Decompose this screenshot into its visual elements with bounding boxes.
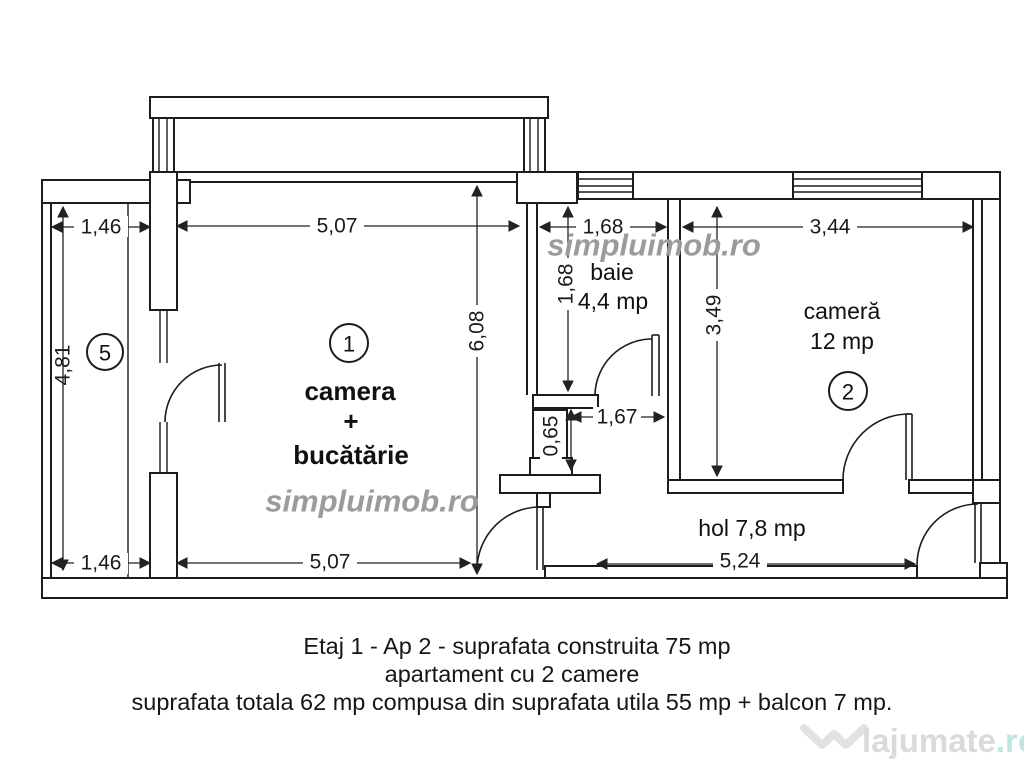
caption: Etaj 1 - Ap 2 - suprafata construita 75 …: [132, 633, 893, 715]
dim-living-width-top: 5,07: [317, 215, 358, 238]
bedroom-number-circle: [828, 371, 868, 411]
walls: [41, 96, 1008, 599]
bedroom-label: cameră: [804, 298, 881, 324]
living-label-line2: +: [343, 406, 358, 436]
dim-living-width-bottom: 5,07: [310, 551, 351, 574]
bedroom-number: 2: [842, 380, 854, 405]
balcony5-top-wall: [41, 179, 151, 204]
bedroom-bottom-wall-left: [667, 479, 844, 494]
living-top-wall: [149, 171, 541, 183]
dim-bathroom-width: 1,68: [583, 216, 624, 239]
bathroom-window: [577, 171, 634, 200]
balcony-number-circle: [86, 333, 124, 371]
balcony-connector-left: [152, 117, 175, 175]
balcony-number: 5: [99, 341, 111, 366]
dim-bedroom-width: 3,44: [810, 216, 851, 239]
balcony-door: [164, 363, 226, 423]
dim-balcony-height: 4,81: [52, 345, 75, 386]
bedroom-bottom-wall-right: [908, 479, 974, 494]
top-balcony-wall: [149, 96, 549, 119]
pillar-upper-notch: [176, 179, 191, 204]
watermark-simpluimob-center: simpluimob.ro: [265, 484, 479, 519]
bathroom-bottom-wall: [532, 394, 599, 409]
right-corner-block: [972, 479, 1001, 504]
pillar-lower: [149, 472, 178, 584]
windows: [577, 171, 923, 200]
bedroom-window: [792, 171, 923, 200]
bottom-exterior-band: [41, 577, 1008, 599]
left-exterior-wall: [41, 179, 52, 599]
dim-living-height: 6,08: [466, 311, 489, 352]
watermark-simpluimob-top: simpluimob.ro: [547, 228, 761, 263]
dim-bathroom-height: 1,68: [555, 264, 578, 305]
dim-balcony-width-top: 1,46: [81, 216, 122, 239]
bathroom-top-block: [516, 171, 578, 204]
caption-line-1: Etaj 1 - Ap 2 - suprafata construita 75 …: [303, 633, 730, 659]
bathroom-area: 4,4 mp: [578, 288, 648, 314]
top-wall-band: [576, 171, 1001, 200]
hall-label: hol 7,8 mp: [698, 515, 805, 541]
entrance-door: [476, 506, 544, 571]
lajumate-watermark: lajumate.ro: [800, 722, 1024, 759]
bedroom-door: [842, 413, 913, 481]
lajumate-logo-icon: [800, 724, 868, 749]
bathroom-door: [594, 334, 660, 397]
pillar-upper: [149, 171, 178, 311]
room-labels: 1 camera + bucătărie baie 4,4 mp cameră …: [86, 259, 881, 541]
dim-shaft-height: 0,65: [540, 416, 563, 457]
bedroom-area: 12 mp: [810, 328, 874, 354]
doors: [164, 334, 982, 571]
caption-line-2: apartament cu 2 camere: [385, 661, 640, 687]
living-number: 1: [343, 332, 355, 357]
living-label-line1: camera: [304, 376, 396, 406]
bedroom-right-wall: [972, 198, 983, 481]
dim-hall-width: 5,24: [720, 550, 761, 573]
living-label-line3: bucătărie: [293, 440, 409, 470]
lajumate-name: lajumate.ro: [862, 722, 1024, 759]
dim-vestibule-width: 1,67: [597, 406, 638, 429]
caption-line-3: suprafata totala 62 mp compusa din supra…: [132, 689, 893, 715]
dimension-labels: 1,46 5,07 1,68 3,44 4,81 6,08 1,68 3,49 …: [52, 215, 857, 575]
balcony5-window-upper: [159, 310, 168, 363]
dim-bedroom-height: 3,49: [703, 295, 726, 336]
balcony-connector-right: [523, 117, 546, 175]
watermarks: simpluimob.ro simpluimob.ro lajumate.ro: [265, 228, 1024, 760]
living-number-circle: [329, 323, 369, 363]
entrance-pillar: [499, 457, 601, 508]
bathroom-label: baie: [590, 259, 633, 285]
balcony5-window-lower: [159, 422, 168, 473]
bottom-right-step: [979, 562, 1008, 579]
dim-balcony-width-bottom: 1,46: [81, 552, 122, 575]
hall-right-door: [916, 503, 982, 566]
